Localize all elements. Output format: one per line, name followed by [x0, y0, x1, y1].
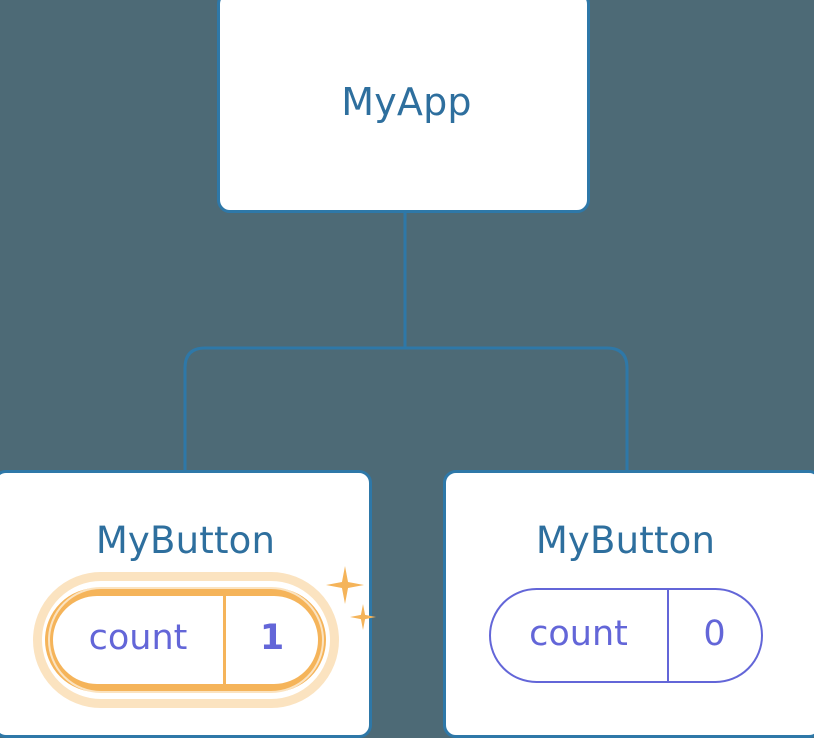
connector-branch-right [405, 346, 629, 470]
prop-value-text: 0 [703, 613, 726, 654]
prop-value: 1 [223, 596, 318, 684]
prop-key-text: count [529, 613, 628, 654]
node-title: MyApp [341, 80, 472, 124]
prop-key-text: count [88, 618, 188, 658]
node-mybutton-right[interactable]: MyButton count 0 [443, 470, 814, 738]
highlight-glow [32, 572, 339, 708]
node-myapp[interactable]: MyApp [217, 0, 590, 213]
prop-value: 0 [666, 590, 761, 681]
prop-pill-count[interactable]: count 1 [45, 587, 326, 693]
sparkle-icon [350, 604, 376, 630]
prop-value-text: 1 [259, 618, 285, 658]
prop-key: count [53, 596, 223, 684]
connector-branch-left [183, 346, 405, 470]
node-title: MyButton [95, 519, 276, 562]
node-mybutton-left[interactable]: MyButton count 1 [0, 470, 376, 738]
prop-pill-wrapper: count 0 [488, 588, 763, 683]
prop-pill-wrapper: count 1 [32, 566, 376, 708]
prop-key: count [491, 590, 667, 681]
sparkle-group [322, 566, 382, 644]
sparkle-icon [326, 566, 364, 604]
node-title: MyButton [535, 519, 716, 562]
prop-pill-count[interactable]: count 0 [488, 588, 763, 683]
